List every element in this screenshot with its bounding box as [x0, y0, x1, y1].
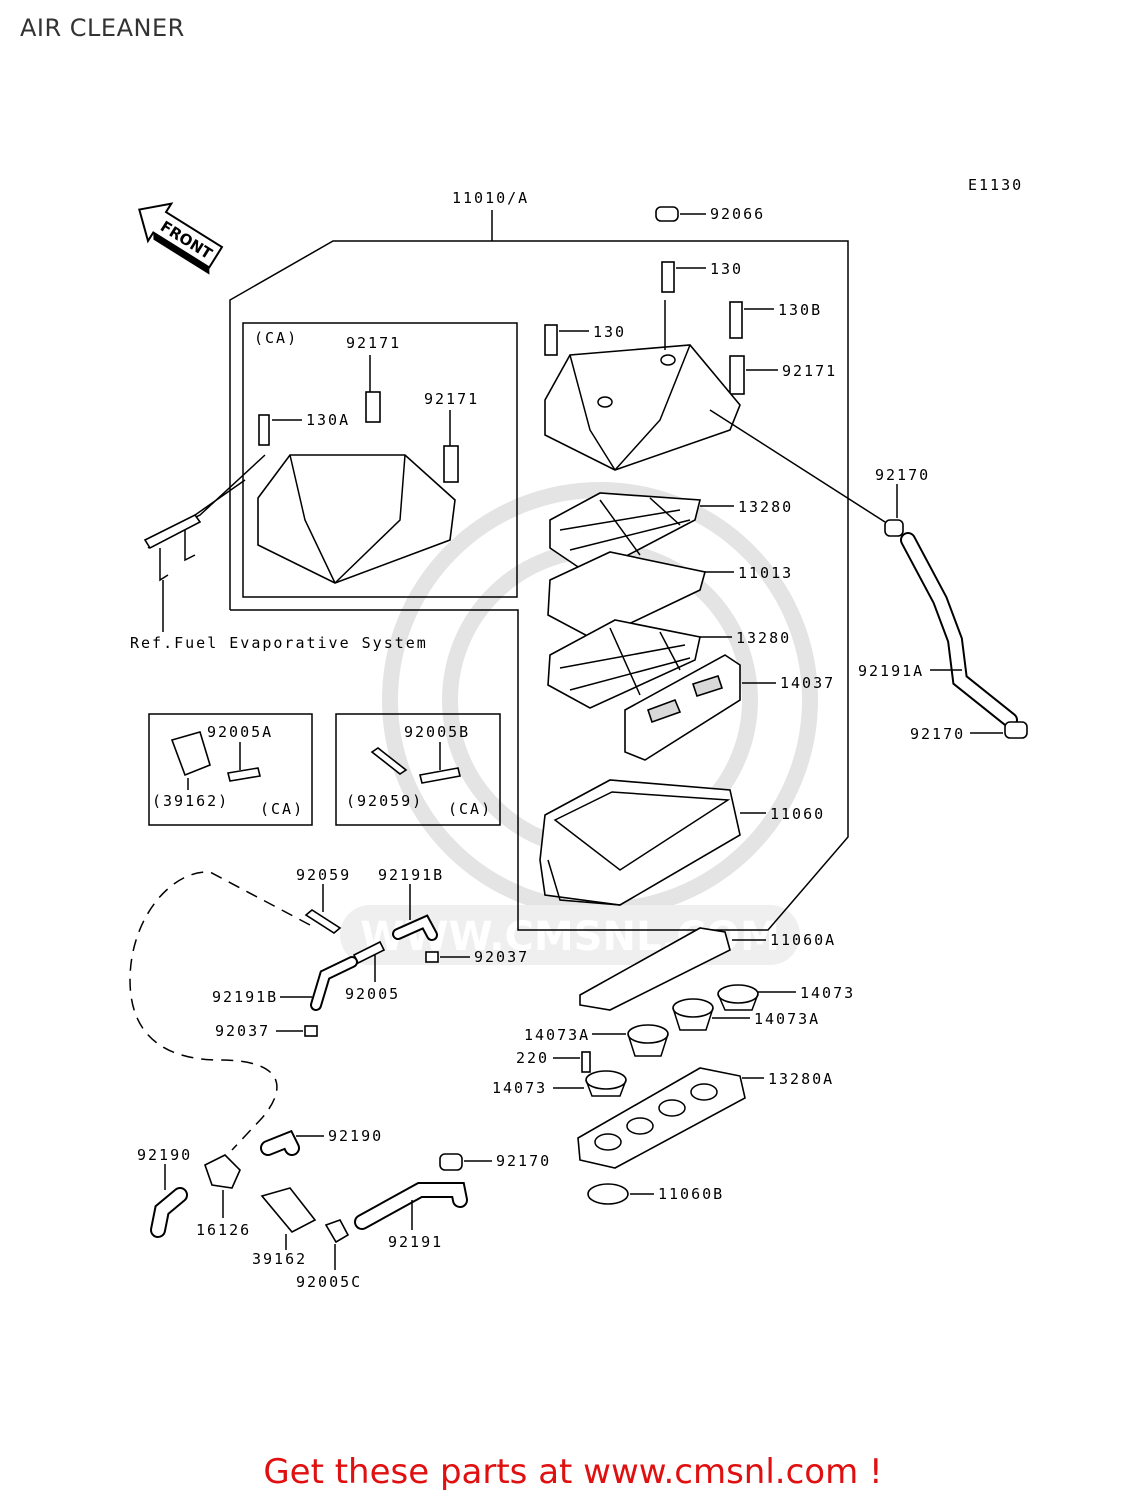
label-ca-92171-b: 92171	[424, 390, 479, 408]
label-box-b-ca: (CA)	[448, 800, 492, 818]
label-130-top: 130	[710, 260, 743, 278]
housing-11060	[539, 779, 741, 906]
holder-14073a-right	[672, 998, 714, 1018]
fuel-evap-bracket	[143, 513, 202, 550]
holder-14073-a	[717, 984, 759, 1004]
label-11013: 11013	[738, 564, 793, 582]
label-11060a: 11060A	[770, 931, 836, 949]
screw-220	[581, 1051, 591, 1073]
bracket-92171	[729, 355, 745, 395]
bolt-130-left	[544, 324, 558, 356]
clamp-92170-a	[884, 519, 904, 537]
ca-inset-box	[242, 322, 518, 598]
label-92190-left: 92190	[137, 1146, 192, 1164]
ca-bracket-92171-b	[443, 445, 459, 483]
holder-14073a-left	[627, 1024, 669, 1044]
front-arrow-icon: FRONT	[138, 202, 224, 275]
clip-92037-mid	[425, 951, 439, 963]
gasket-11060a	[579, 927, 731, 1011]
fitting-92005b	[419, 767, 461, 784]
cap-92066	[655, 206, 679, 222]
dashed-route	[129, 871, 311, 1151]
assembly-bracket	[229, 210, 849, 931]
fuel-evap-link	[149, 454, 266, 541]
label-14073a-right: 14073A	[754, 1010, 820, 1028]
label-14073-a: 14073	[800, 984, 855, 1002]
exploded-parts-diagram: WWW.CMSNL.COM E1130 FRONT 11010/A (CA) 9…	[129, 176, 1028, 1291]
label-16126: 16126	[196, 1221, 251, 1239]
label-92191b-left: 92191B	[212, 988, 278, 1006]
label-92191b-top: 92191B	[378, 866, 444, 884]
ca-box-title: (CA)	[254, 329, 298, 347]
label-11060: 11060	[770, 805, 825, 823]
label-92005c: 92005C	[296, 1273, 362, 1291]
label-box-a-ca: (CA)	[260, 800, 304, 818]
diagram-code: E1130	[968, 176, 1023, 194]
label-92037-mid: 92037	[474, 948, 529, 966]
label-14037: 14037	[780, 674, 835, 692]
tube-92059-ca	[370, 747, 408, 775]
label-92190-right: 92190	[328, 1127, 383, 1145]
filter-39162-ca	[170, 731, 211, 777]
label-11010a: 11010/A	[452, 189, 529, 207]
fitting-92005a	[227, 767, 261, 782]
label-13280a: 13280A	[768, 1070, 834, 1088]
label-ca-92171-a: 92171	[346, 334, 401, 352]
bolt-130b	[729, 301, 743, 339]
label-14073-b: 14073	[492, 1079, 547, 1097]
label-92037-bottom: 92037	[215, 1022, 270, 1040]
ca-bracket-92171-a	[365, 391, 381, 423]
clamp-92170-c	[439, 1153, 463, 1171]
promo-footer-link[interactable]: Get these parts at www.cmsnl.com !	[263, 1452, 883, 1492]
holder-14073-b	[585, 1070, 627, 1090]
label-92171-right: 92171	[782, 362, 837, 380]
ref-fuel-note: Ref.Fuel Evaporative System	[130, 634, 428, 652]
inset-box-92005b	[335, 713, 501, 826]
label-39162: 39162	[252, 1250, 307, 1268]
label-box-b-92059: (92059)	[346, 792, 423, 810]
label-92170-c: 92170	[496, 1152, 551, 1170]
tube-92059	[304, 909, 342, 934]
label-92191: 92191	[388, 1233, 443, 1251]
page-title: AIR CLEANER	[20, 14, 185, 42]
label-92066: 92066	[710, 205, 765, 223]
label-92005: 92005	[345, 985, 400, 1003]
label-92170-a: 92170	[875, 466, 930, 484]
plate-13280a	[577, 1067, 746, 1169]
label-130-left: 130	[593, 323, 626, 341]
bolt-130-top	[661, 261, 675, 293]
label-13280-a: 13280	[738, 498, 793, 516]
ca-bolt-130a	[258, 414, 270, 446]
label-92191a: 92191A	[858, 662, 924, 680]
ca-air-cleaner-cover	[257, 454, 456, 584]
label-130b: 130B	[778, 301, 822, 319]
valve-16126	[204, 1154, 241, 1189]
element-11013	[547, 551, 706, 641]
label-220: 220	[516, 1049, 549, 1067]
oring-11060b	[587, 1183, 629, 1205]
clip-92037-bottom	[304, 1025, 318, 1037]
label-box-a-39162: (39162)	[152, 792, 229, 810]
fitting-92005c	[324, 1219, 350, 1244]
filter-39162	[260, 1187, 317, 1234]
label-box-b-92005b: 92005B	[404, 723, 470, 741]
inset-box-92005a	[148, 713, 313, 826]
label-13280-b: 13280	[736, 629, 791, 647]
label-92170-b: 92170	[910, 725, 965, 743]
label-box-a-92005a: 92005A	[207, 723, 273, 741]
label-11060b: 11060B	[658, 1185, 724, 1203]
label-ca-130a: 130A	[306, 411, 350, 429]
label-14073a-left: 14073A	[524, 1026, 590, 1044]
clamp-92170-b	[1004, 721, 1028, 739]
label-92059: 92059	[296, 866, 351, 884]
air-cleaner-cover	[544, 344, 741, 471]
